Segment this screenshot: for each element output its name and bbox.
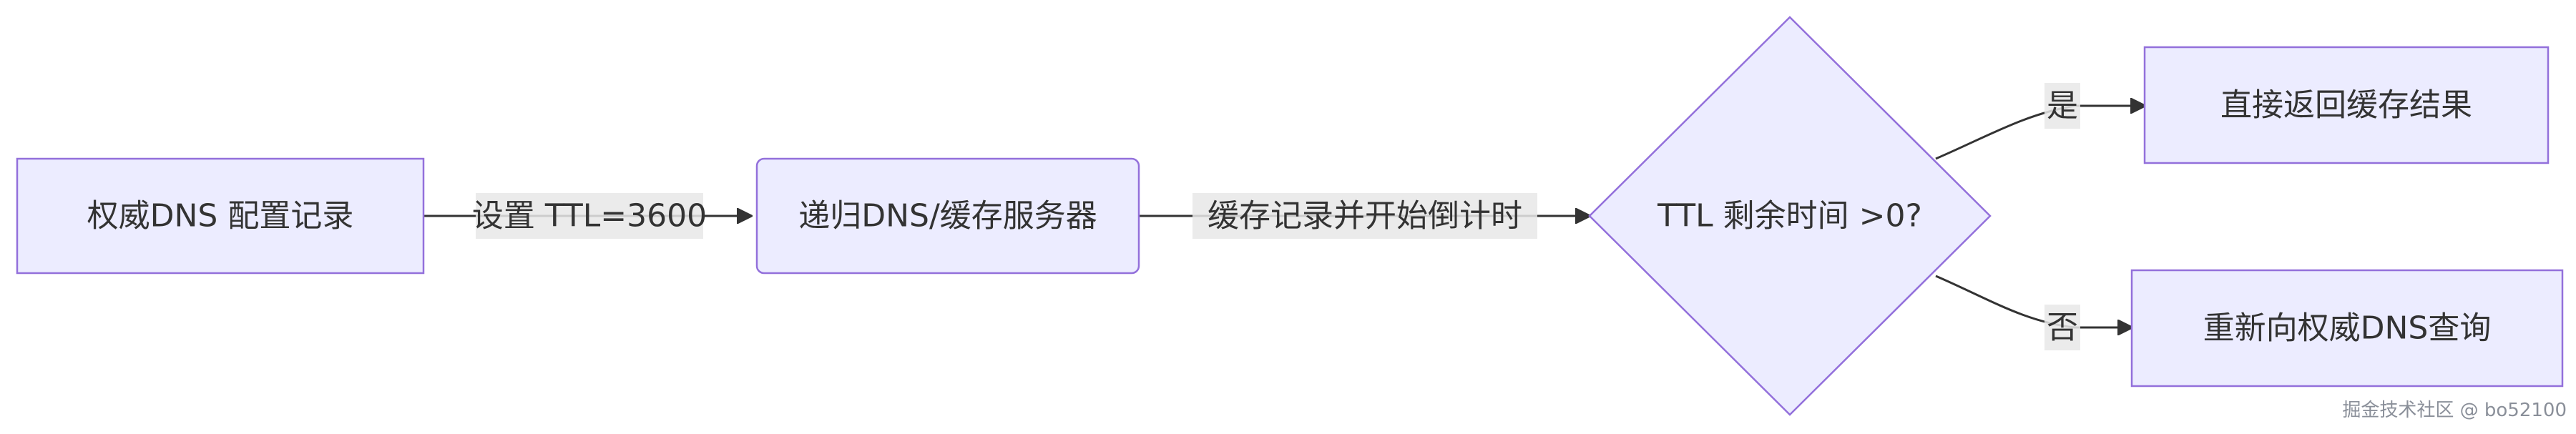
- node-label-authority: 权威DNS 配置记录: [87, 198, 354, 235]
- node-label-requery: 重新向权威DNS查询: [2203, 310, 2492, 347]
- edge-decision-no: 否: [1935, 275, 2132, 350]
- edge-label-yes: 是: [2047, 88, 2078, 124]
- node-label-decision: TTL 剩余时间 >0?: [1657, 198, 1922, 235]
- edge-authority-to-resolver: 设置 TTL=3600: [423, 193, 751, 239]
- edge-decision-yes: 是: [1935, 83, 2145, 160]
- node-recursive-resolver: 递归DNS/缓存服务器: [755, 157, 1140, 275]
- edge-label-no: 否: [2047, 310, 2078, 346]
- node-label-resolver: 递归DNS/缓存服务器: [798, 198, 1097, 235]
- edge-label-cache-countdown: 缓存记录并开始倒计时: [1208, 198, 1522, 235]
- node-ttl-decision: TTL 剩余时间 >0?: [1588, 16, 1992, 416]
- edge-resolver-to-decision: 缓存记录并开始倒计时: [1139, 193, 1590, 239]
- node-authority-dns: 权威DNS 配置记录: [16, 157, 425, 275]
- edge-label-set-ttl: 设置 TTL=3600: [472, 198, 707, 235]
- watermark-text: 掘金技术社区 @ bo52100: [2342, 400, 2567, 421]
- node-return-cache: 直接返回缓存结果: [2143, 46, 2550, 164]
- node-requery-authority: 重新向权威DNS查询: [2130, 269, 2564, 388]
- node-label-return-cache: 直接返回缓存结果: [2220, 87, 2472, 124]
